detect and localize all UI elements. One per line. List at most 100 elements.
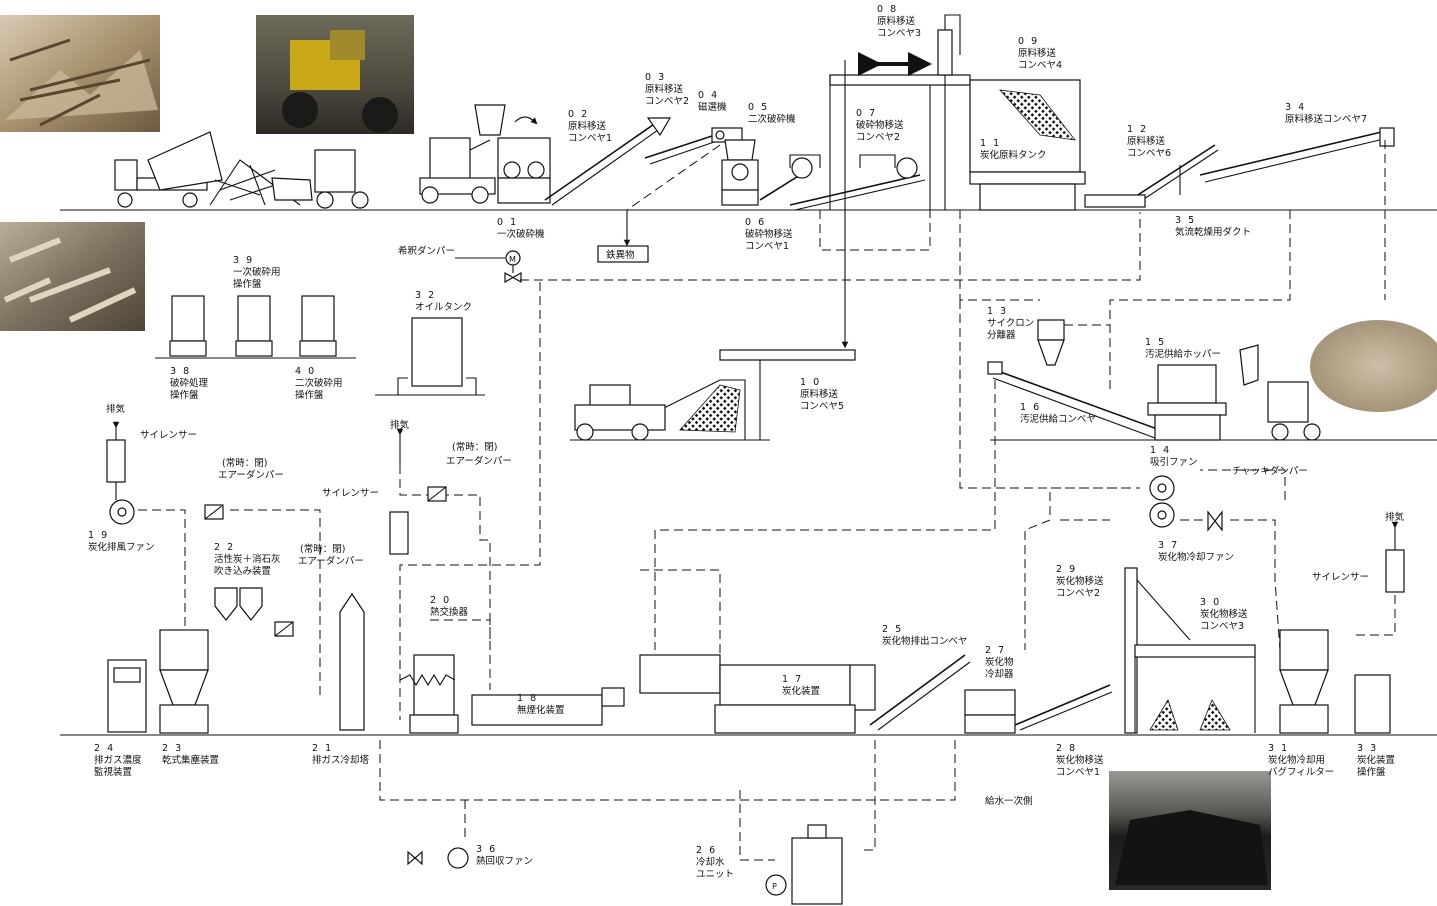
discharge-conveyor-25	[870, 655, 970, 730]
photo-wood-chips	[0, 222, 145, 331]
cooling-tower-21	[340, 594, 364, 730]
equipment-name: コンベヤ5	[800, 401, 844, 412]
equipment-label-23: 2 3乾式集塵装置	[162, 743, 219, 766]
equipment-name: 炭化装置	[1357, 754, 1395, 766]
equipment-label-14: 1 4吸引ファン	[1150, 445, 1198, 468]
air-damper-c	[428, 487, 446, 501]
equipment-name: 操作盤	[1357, 766, 1386, 778]
equipment-number: 2 8	[1056, 743, 1077, 754]
equipment-name: 炭化物排出コンベヤ	[882, 635, 968, 647]
equipment-name: 操作盤	[233, 278, 262, 290]
equipment-name: 炭化物移送	[1200, 608, 1248, 620]
equipment-number: 1 4	[1150, 445, 1171, 456]
equipment-name: 熱交換器	[430, 606, 469, 618]
exhaust-fan-19	[110, 500, 134, 524]
air-damper-a-state: (常時：閉)	[222, 457, 267, 469]
equipment-number: 0 5	[748, 102, 769, 113]
check-damper	[1208, 512, 1222, 530]
equipment-label-34: 3 4原料移送コンベヤ7	[1285, 102, 1367, 125]
equipment-number: 1 3	[987, 306, 1008, 317]
equipment-label-21: 2 1排ガス冷却塔	[312, 743, 370, 766]
equipment-number: 1 0	[800, 377, 821, 388]
equipment-number: 1 8	[517, 693, 538, 704]
equipment-name: 炭化装置	[782, 685, 820, 697]
equipment-name: コンベヤ3	[877, 28, 921, 39]
equipment-number: 0 1	[497, 217, 518, 228]
forklift-3	[575, 385, 665, 440]
conveyor-06-07	[760, 155, 925, 210]
equipment-number: 3 5	[1175, 215, 1196, 226]
heat-recovery-fan-36	[408, 848, 468, 868]
equipment-number: 1 9	[88, 530, 109, 541]
equipment-number: 3 1	[1268, 743, 1289, 754]
equipment-name: 一次破砕用	[233, 266, 281, 278]
water-supply-label: 給水一次側	[985, 795, 1033, 807]
equipment-name: 炭化物冷却ファン	[1158, 551, 1234, 563]
silencer-right	[1386, 525, 1404, 592]
equipment-name: 吹き込み装置	[214, 565, 271, 577]
silencer-right-label: サイレンサー	[1312, 572, 1369, 583]
cooling-water-unit-26	[766, 825, 842, 904]
air-damper-b	[275, 622, 293, 636]
equipment-name: コンベヤ3	[1200, 621, 1244, 632]
equipment-name: コンベヤ6	[1127, 148, 1171, 159]
equipment-label-32: 3 2オイルタンク	[415, 290, 472, 313]
heat-exchanger-20	[400, 655, 458, 733]
equipment-name: 破砕処理	[170, 377, 209, 389]
control-panel-33	[1355, 675, 1390, 733]
bag-filter-31	[1280, 630, 1328, 733]
equipment-number: 0 2	[568, 109, 589, 120]
equipment-name: 磁選機	[698, 101, 727, 113]
equipment-number: 1 6	[1020, 402, 1041, 413]
equipment-name: 原料移送	[1127, 135, 1166, 147]
photo-sludge	[1310, 320, 1437, 412]
overhead-frame-08	[830, 15, 970, 210]
cyclone-separator	[1038, 320, 1110, 365]
exhaust-left-label: 排気	[106, 403, 126, 415]
sludge-conveyor-16	[988, 362, 1160, 438]
equipment-name: 汚泥供給ホッパー	[1145, 348, 1221, 360]
equipment-name: 分離器	[987, 329, 1016, 341]
equipment-name: サイクロン	[987, 318, 1034, 329]
equipment-number: 0 4	[698, 90, 719, 101]
equipment-name: 炭化排風ファン	[88, 541, 155, 553]
silencer-mid	[390, 432, 408, 554]
equipment-number: 2 1	[312, 743, 333, 754]
silencer-mid-label: サイレンサー	[322, 488, 379, 499]
equipment-number: 1 5	[1145, 337, 1166, 348]
air-damper-c-state: (常時：閉)	[452, 441, 497, 453]
equipment-name: 炭化物冷却用	[1268, 754, 1325, 766]
equipment-label-30: 3 0炭化物移送コンベヤ3	[1200, 597, 1248, 632]
char-conveyor-28	[1015, 685, 1112, 730]
sludge-hopper	[1148, 365, 1226, 440]
equipment-name: 原料移送	[800, 388, 839, 400]
conveyor-02	[545, 118, 670, 205]
equipment-name: 炭化物移送	[1056, 575, 1104, 587]
equipment-name: 破砕物移送	[745, 228, 793, 240]
equipment-name: 無煙化装置	[517, 704, 565, 716]
equipment-number: 1 1	[980, 138, 1001, 149]
equipment-number: 3 0	[1200, 597, 1221, 608]
equipment-number: 2 2	[214, 542, 235, 553]
equipment-label-08: 0 8原料移送コンベヤ3	[877, 4, 921, 39]
equipment-label-26: 2 6冷却水ユニット	[696, 845, 734, 880]
equipment-name: 冷却器	[985, 668, 1014, 680]
equipment-number: 2 4	[94, 743, 115, 754]
equipment-name: 原料移送	[877, 15, 916, 27]
equipment-name: 汚泥供給コンベヤ	[1020, 413, 1096, 425]
motor-label: M	[509, 255, 516, 264]
equipment-name: コンベヤ1	[568, 133, 612, 144]
equipment-name: 操作盤	[170, 389, 199, 401]
equipment-number: 1 2	[1127, 124, 1148, 135]
photo-charcoal-pile	[1109, 771, 1271, 890]
photo-wheel-loader	[256, 15, 414, 134]
injection-unit-22	[215, 588, 262, 620]
equipment-number: 0 6	[745, 217, 766, 228]
equipment-label-35: 3 5気流乾燥用ダクト	[1175, 215, 1251, 238]
